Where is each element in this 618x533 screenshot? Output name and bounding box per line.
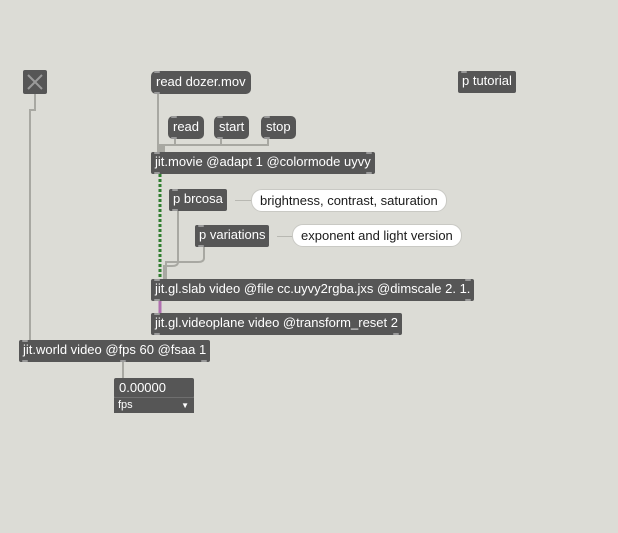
p-brcosa-object[interactable]: p brcosa [169, 189, 227, 211]
jit-world-label: jit.world video @fps 60 @fsaa 1 [23, 342, 207, 357]
jit-gl-videoplane-object[interactable]: jit.gl.videoplane video @transform_reset… [151, 313, 402, 335]
fps-value: 0.00000 [119, 380, 166, 395]
read-message[interactable]: read [168, 116, 205, 139]
fps-unit-label: fps [118, 399, 133, 411]
fps-number-box[interactable]: 0.00000 [114, 378, 194, 398]
p-brcosa-label: p brcosa [173, 191, 223, 206]
read-label: read [173, 119, 200, 134]
stop-label: stop [266, 119, 291, 134]
read-dozer-message[interactable]: read dozer.mov [151, 71, 251, 94]
toggle-button[interactable] [23, 70, 47, 94]
p-variations-object[interactable]: p variations [195, 225, 270, 247]
start-message[interactable]: start [214, 116, 250, 139]
chevron-down-icon: ▼ [181, 401, 189, 410]
p-variations-label: p variations [199, 227, 266, 242]
close-x-icon [27, 74, 43, 90]
brcosa-comment-connector [235, 200, 253, 201]
read-dozer-label: read dozer.mov [156, 74, 246, 89]
p-tutorial-label: p tutorial [462, 73, 512, 88]
jit-movie-object[interactable]: jit.movie @adapt 1 @colormode uyvy [151, 152, 375, 174]
patchcord-start-movie [161, 138, 222, 152]
variations-comment-connector [277, 236, 295, 237]
jit-world-object[interactable]: jit.world video @fps 60 @fsaa 1 [19, 340, 211, 362]
jit-gl-slab-object[interactable]: jit.gl.slab video @file cc.uyvy2rgba.jxs… [151, 279, 475, 301]
variations-comment: exponent and light version [292, 224, 462, 247]
patchcord-variations-slab [165, 247, 205, 279]
stop-message[interactable]: stop [261, 116, 296, 139]
patchcord-read-movie [159, 138, 176, 152]
fps-unit-menu[interactable]: fps ▼ [114, 397, 194, 413]
start-label: start [219, 119, 245, 134]
patchcord-stop-movie [163, 138, 269, 152]
p-tutorial-object[interactable]: p tutorial [458, 71, 516, 93]
jit-movie-label: jit.movie @adapt 1 @colormode uyvy [155, 154, 371, 169]
brcosa-comment: brightness, contrast, saturation [251, 189, 447, 212]
patchcord-toggle-world [29, 92, 36, 340]
jit-gl-videoplane-label: jit.gl.videoplane video @transform_reset… [155, 315, 398, 330]
jit-gl-slab-label: jit.gl.slab video @file cc.uyvy2rgba.jxs… [155, 281, 471, 296]
patchcord-brcosa-slab [163, 211, 179, 279]
